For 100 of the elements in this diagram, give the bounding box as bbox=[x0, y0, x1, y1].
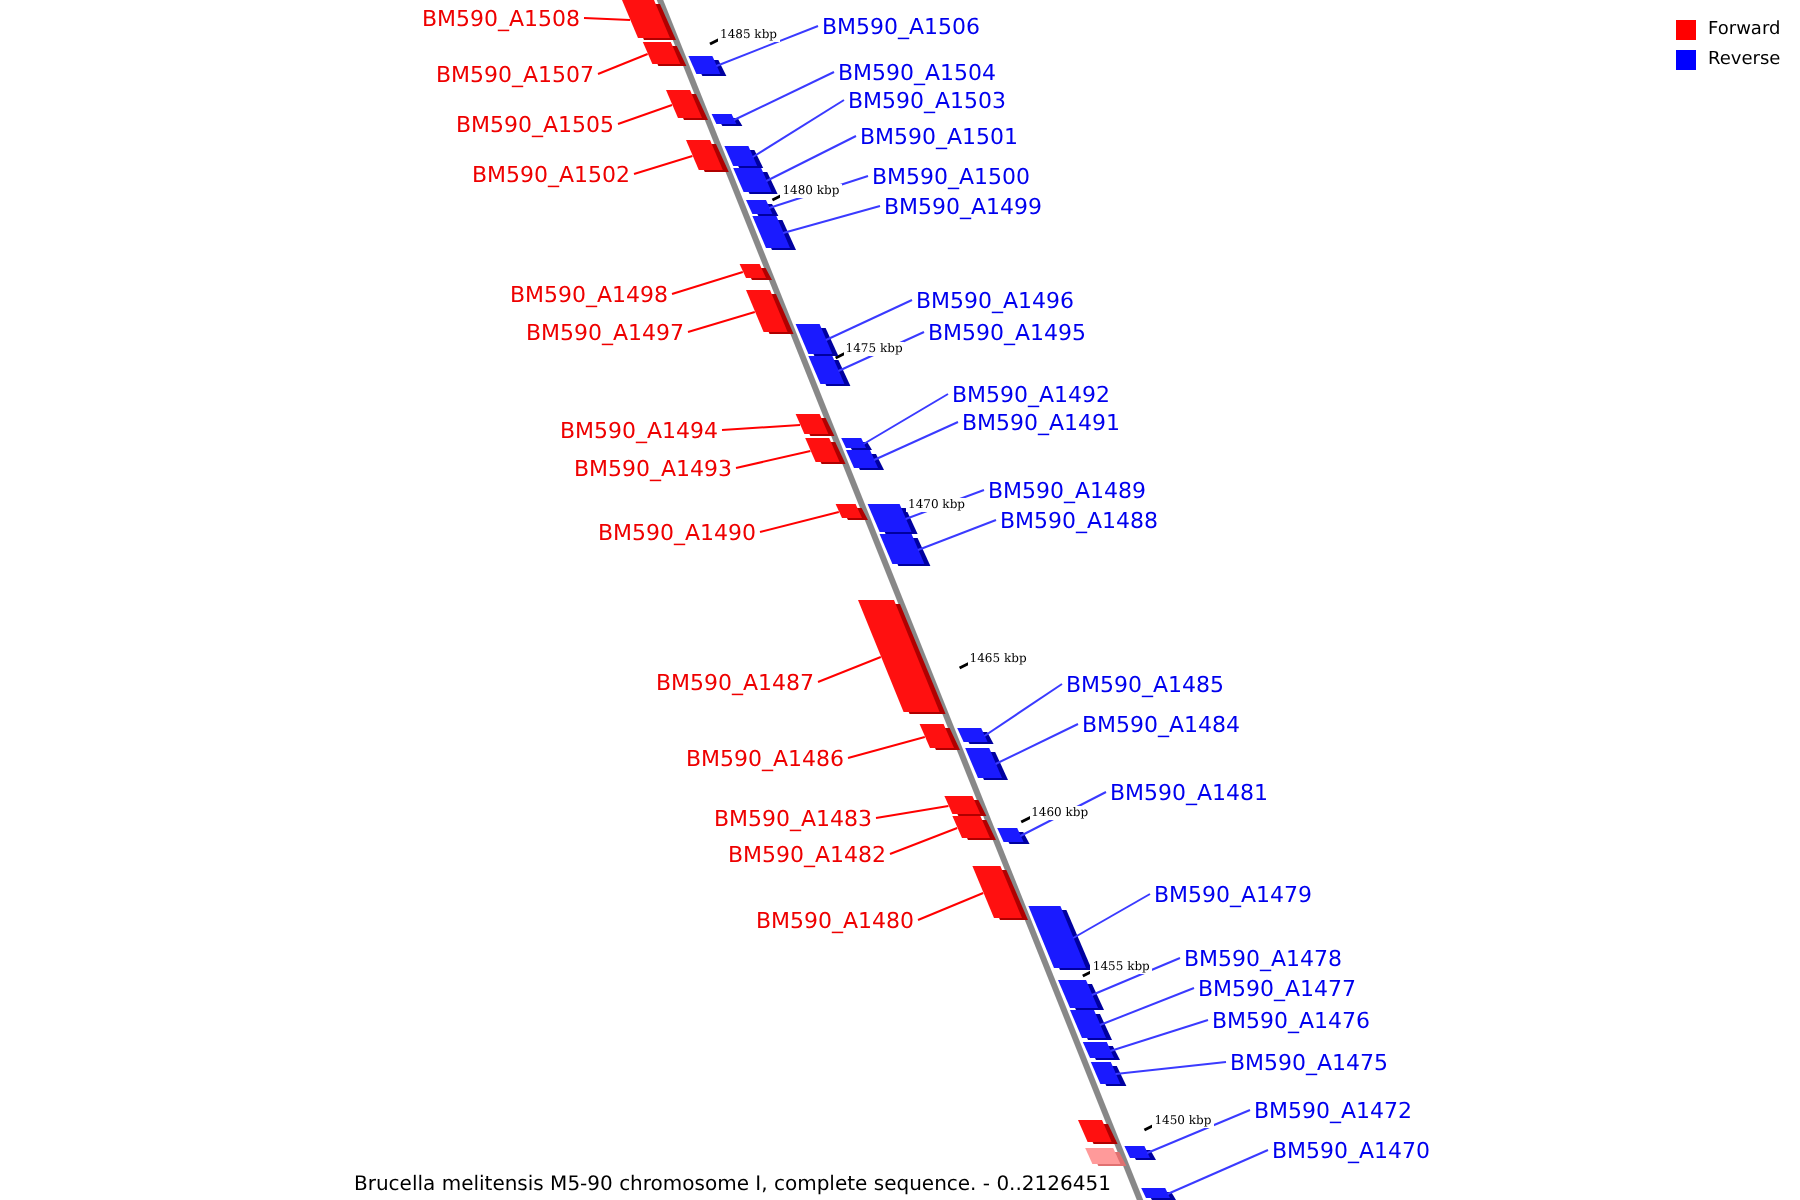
gene-label: BM590_A1472 bbox=[1254, 1098, 1413, 1124]
caption: Brucella melitensis M5-90 chromosome I, complete sequence. - 0..2126451 bbox=[352, 1172, 1113, 1198]
leader-line bbox=[597, 53, 649, 75]
leader-line bbox=[687, 311, 756, 333]
gene-block bbox=[1090, 1062, 1127, 1086]
gene-block bbox=[724, 146, 764, 168]
leader-line bbox=[875, 805, 950, 819]
leader-line bbox=[735, 450, 812, 469]
leader-line bbox=[825, 299, 913, 341]
gene-label: BM590_A1481 bbox=[1110, 780, 1269, 806]
gene-label: BM590_A1490 bbox=[597, 520, 756, 546]
gene-label: BM590_A1503 bbox=[848, 88, 1007, 114]
leader-line bbox=[733, 71, 835, 121]
gene-label: BM590_A1486 bbox=[685, 746, 844, 772]
gene-label: BM590_A1475 bbox=[1230, 1050, 1389, 1076]
gene-label: BM590_A1487 bbox=[655, 670, 814, 696]
gene-block bbox=[739, 264, 772, 280]
gene-block bbox=[666, 90, 708, 120]
gene-block bbox=[835, 504, 868, 520]
leader-line bbox=[1166, 1149, 1269, 1195]
leader-line bbox=[1072, 893, 1151, 939]
gene-label: BM590_A1482 bbox=[727, 842, 886, 868]
gene-block bbox=[1141, 1188, 1176, 1200]
legend-text: Reverse bbox=[1708, 50, 1781, 70]
leader-line bbox=[917, 519, 997, 551]
leader-line bbox=[671, 271, 744, 295]
leader-line bbox=[1091, 957, 1181, 996]
gene-block bbox=[795, 414, 835, 436]
gene-label: BM590_A1497 bbox=[525, 320, 684, 346]
leader-line bbox=[715, 25, 819, 67]
gene-block bbox=[642, 42, 687, 66]
gene-block bbox=[952, 816, 996, 840]
leader-line bbox=[847, 736, 926, 759]
gene-block bbox=[1082, 1042, 1120, 1060]
gene-label: BM590_A1488 bbox=[1000, 508, 1159, 534]
gene-block bbox=[957, 728, 994, 744]
gene-label: BM590_A1504 bbox=[838, 60, 997, 86]
gene-block bbox=[808, 356, 851, 386]
gene-block bbox=[805, 438, 846, 464]
leader-line bbox=[633, 155, 694, 175]
gene-block bbox=[746, 290, 794, 334]
gene-label: BM590_A1484 bbox=[1082, 712, 1241, 738]
leader-line bbox=[862, 393, 949, 445]
gene-block bbox=[1058, 980, 1104, 1010]
leader-line bbox=[817, 656, 882, 683]
gene-block bbox=[1078, 1120, 1118, 1144]
leader-line bbox=[917, 892, 985, 921]
gene-label: BM590_A1470 bbox=[1272, 1138, 1431, 1164]
gene-block bbox=[919, 724, 960, 750]
gene-label: BM590_A1494 bbox=[559, 418, 718, 444]
gene-block bbox=[746, 200, 779, 216]
gene-block bbox=[1085, 1148, 1127, 1166]
gene-block bbox=[1028, 906, 1092, 970]
leader-line bbox=[759, 511, 840, 533]
leader-line bbox=[721, 424, 801, 431]
gene-label: BM590_A1502 bbox=[471, 162, 630, 188]
leader-line bbox=[1114, 1061, 1227, 1075]
leader-line bbox=[889, 827, 959, 855]
gene-label: BM590_A1480 bbox=[755, 908, 914, 934]
leader-line bbox=[1099, 987, 1195, 1026]
leader-line bbox=[782, 205, 881, 234]
gene-label: BM590_A1483 bbox=[713, 806, 872, 832]
leader-line bbox=[873, 421, 959, 461]
gene-label: BM590_A1505 bbox=[455, 112, 614, 138]
leader-line bbox=[1146, 1109, 1251, 1154]
leader-line bbox=[765, 135, 857, 182]
gene-block bbox=[1124, 1146, 1156, 1160]
gene-label: BM590_A1496 bbox=[916, 288, 1075, 314]
gene-block bbox=[879, 534, 931, 566]
gene-label: BM590_A1499 bbox=[884, 194, 1043, 220]
gene-block bbox=[841, 438, 872, 450]
gene-label: BM590_A1485 bbox=[1066, 672, 1225, 698]
gene-label: BM590_A1507 bbox=[435, 62, 594, 88]
gene-label: BM590_A1501 bbox=[860, 124, 1019, 150]
gene-label: BM590_A1495 bbox=[928, 320, 1087, 346]
gene-label: BM590_A1508 bbox=[421, 6, 580, 32]
leader-line bbox=[983, 683, 1063, 737]
legend-text: Forward bbox=[1708, 20, 1781, 40]
leader-line bbox=[994, 723, 1079, 765]
gene-block bbox=[733, 168, 778, 194]
leader-line bbox=[1109, 1019, 1209, 1052]
gene-block bbox=[944, 796, 987, 816]
gene-block bbox=[795, 324, 839, 356]
leader-line bbox=[751, 99, 845, 158]
gene-label: BM590_A1479 bbox=[1154, 882, 1313, 908]
gene-label: BM590_A1477 bbox=[1198, 976, 1357, 1002]
gene-label: BM590_A1491 bbox=[962, 410, 1121, 436]
gene-block bbox=[688, 56, 727, 76]
gene-block bbox=[997, 828, 1030, 844]
gene-label: BM590_A1478 bbox=[1184, 946, 1343, 972]
gene-label: BM590_A1506 bbox=[822, 14, 981, 40]
gene-label: BM590_A1476 bbox=[1212, 1008, 1371, 1034]
gene-block bbox=[972, 866, 1028, 920]
leader-line bbox=[617, 104, 673, 125]
gene-label: BM590_A1498 bbox=[509, 282, 668, 308]
gene-block bbox=[858, 600, 946, 714]
gene-block bbox=[711, 114, 743, 126]
leader-line bbox=[583, 17, 631, 21]
gene-block bbox=[965, 748, 1008, 780]
gene-label: BM590_A1489 bbox=[988, 478, 1147, 504]
